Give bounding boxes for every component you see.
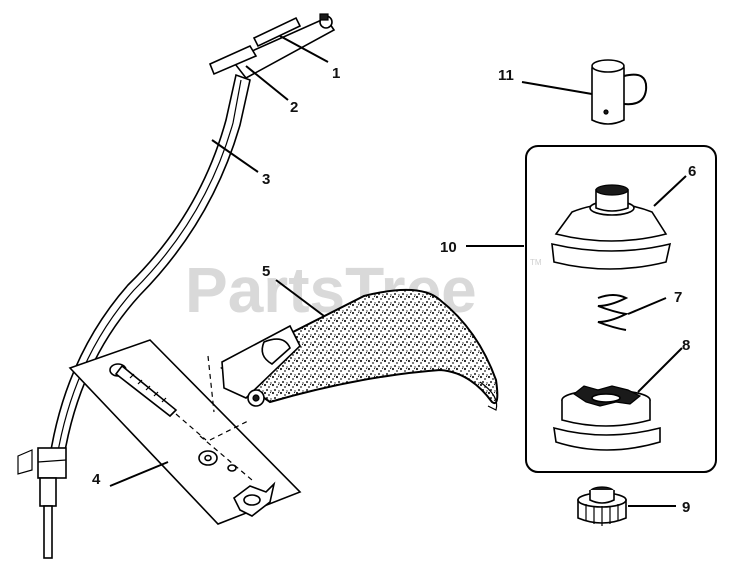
watermark-trademark: TM bbox=[530, 258, 542, 267]
part-knob bbox=[577, 486, 627, 526]
callout-10: 10 bbox=[440, 239, 457, 256]
part-spool-cover bbox=[551, 184, 672, 270]
part-shaft bbox=[17, 13, 336, 559]
part-tool bbox=[591, 59, 648, 125]
part-spring bbox=[597, 294, 630, 331]
callout-8: 8 bbox=[682, 337, 690, 354]
callout-5: 5 bbox=[262, 263, 270, 280]
callouts: 1 2 3 4 5 6 7 8 9 10 11 bbox=[92, 65, 696, 516]
callout-4: 4 bbox=[92, 471, 101, 488]
callout-1: 1 bbox=[332, 65, 340, 82]
callout-9: 9 bbox=[682, 499, 690, 516]
part-hardware-kit bbox=[68, 339, 302, 525]
part-trimmer-head-frame bbox=[525, 145, 717, 473]
leader-lines bbox=[109, 35, 687, 507]
callout-6: 6 bbox=[688, 163, 696, 180]
part-debris-shield bbox=[220, 288, 499, 411]
callout-2: 2 bbox=[290, 99, 298, 116]
callout-3: 3 bbox=[262, 171, 270, 188]
part-spool bbox=[553, 385, 661, 451]
callout-7: 7 bbox=[674, 289, 682, 306]
callout-11: 11 bbox=[498, 67, 514, 84]
part-decals bbox=[208, 16, 302, 76]
